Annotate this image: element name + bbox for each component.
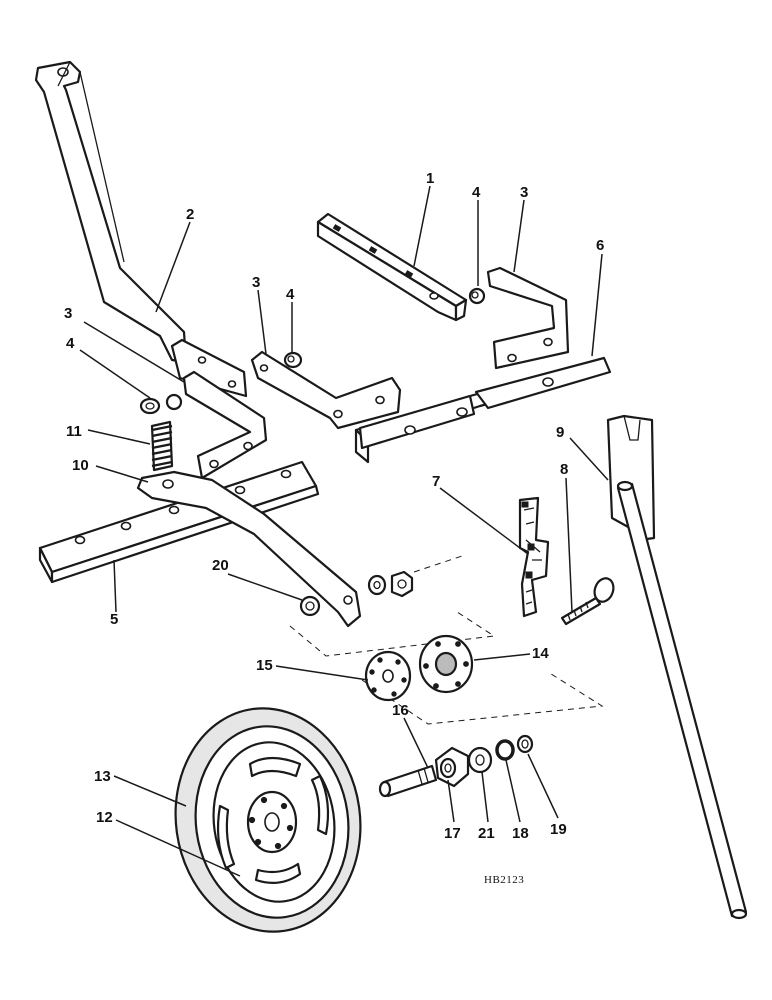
callout-3: 3 [520,184,528,201]
callout-19: 19 [550,821,567,838]
callout-16: 16 [392,702,409,719]
bearing-stack [434,734,534,788]
assembly-lines [289,555,604,725]
part-3-bracket-middle [250,350,402,430]
callout-4: 4 [472,184,481,201]
callout-8: 8 [560,461,568,478]
callout-labels: 1 2 4 3 6 3 4 3 4 11 10 9 7 8 20 5 14 15… [64,170,604,886]
part-3-bracket-right [486,266,570,370]
part-2-arm [34,60,188,364]
callout-1: 1 [426,170,434,187]
callout-18: 18 [512,825,529,842]
part-16-bolt [378,764,438,798]
callout-21: 21 [478,825,495,842]
part-4-nut-top [468,287,486,305]
callout-6: 6 [596,237,604,254]
callout-14: 14 [532,645,549,662]
callout-12: 12 [96,809,113,826]
callout-10: 10 [72,457,89,474]
part-6-angle-bar [354,356,612,464]
part-14-hub [418,634,474,694]
part-1-bracket [316,212,468,322]
callout-11: 11 [66,423,82,440]
part-12-13-wheel [174,707,362,933]
drawing-code: HB2123 [484,874,524,886]
part-20-bushing [299,595,321,617]
callout-20: 20 [212,557,229,574]
part-10-crank-arm [136,470,362,628]
part-15-flange [364,650,412,702]
callout-17: 17 [444,825,461,842]
arm-nut-washer [367,570,414,598]
part-11-spring [150,420,174,472]
callout-3: 3 [252,274,260,291]
part-3-bracket-left [170,338,268,480]
callout-13: 13 [94,768,111,785]
callout-15: 15 [256,657,273,674]
part-4-nut-left [139,393,183,415]
callout-7: 7 [432,473,440,490]
part-8-eye-bolt [560,577,615,626]
callout-3: 3 [64,305,72,322]
leader-lines [79,185,609,877]
part-9-lever [606,414,748,920]
callout-5: 5 [110,611,118,628]
part-7-chain [518,496,550,618]
part-4-nut-middle [283,351,303,369]
callout-2: 2 [186,206,194,223]
callout-4: 4 [286,286,295,303]
callout-9: 9 [556,424,564,441]
callout-4: 4 [66,335,75,352]
